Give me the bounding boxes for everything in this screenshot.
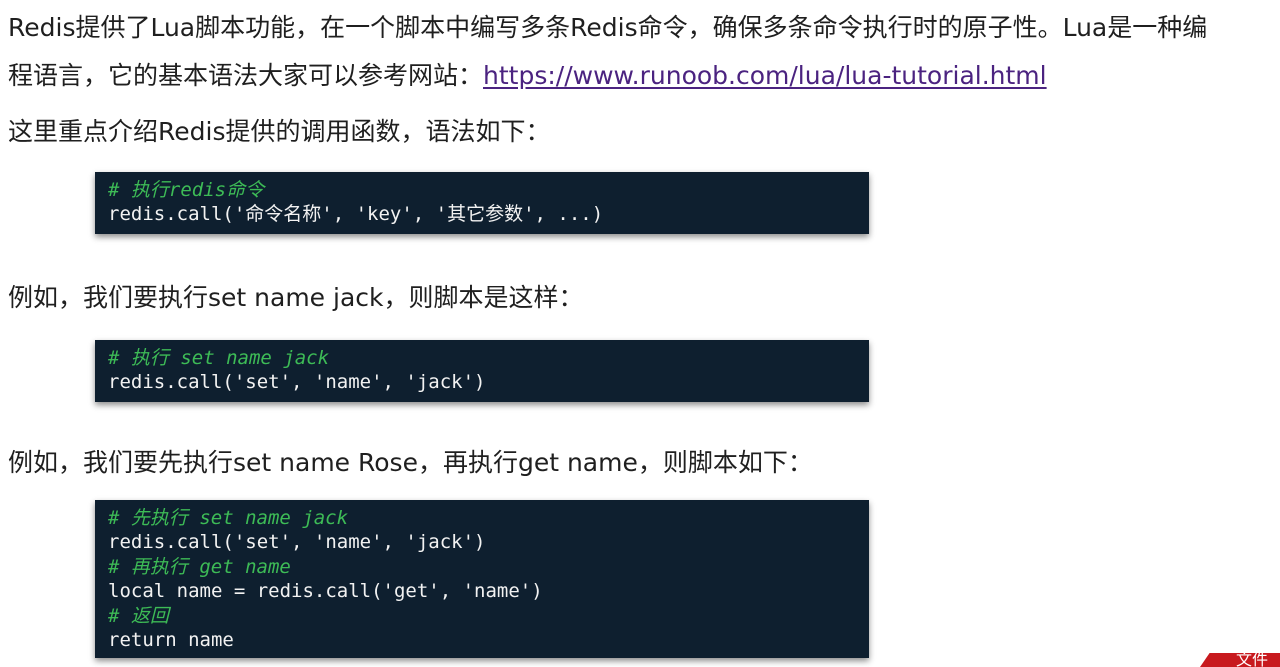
intro-line-2-text: 程语言，它的基本语法大家可以参考网站： [8, 61, 484, 90]
code-comment: # 返回 [108, 604, 169, 627]
code-line: redis.call('命令名称', 'key', '其它参数', ...) [108, 203, 604, 226]
code-line: redis.call('set', 'name', 'jack') [108, 371, 486, 394]
intro-line-2: 程语言，它的基本语法大家可以参考网站：https://www.runoob.co… [8, 52, 1047, 100]
code-block-set-get-example: # 先执行 set name jack redis.call('set', 'n… [95, 500, 869, 658]
code-comment: # 先执行 set name jack [108, 507, 349, 529]
code-block-syntax: # 执行redis命令 redis.call('命令名称', 'key', '其… [95, 172, 869, 234]
example-set-paragraph: 例如，我们要执行set name jack，则脚本是这样： [8, 283, 584, 312]
code-line: local name = redis.call('get', 'name') [108, 580, 543, 603]
code-comment: # 执行redis命令 [108, 179, 265, 201]
code-line: redis.call('set', 'name', 'jack') [108, 531, 486, 554]
corner-file-badge[interactable]: 文件 [1200, 653, 1280, 667]
syntax-intro-paragraph: 这里重点介绍Redis提供的调用函数，语法如下： [8, 117, 551, 146]
code-comment: # 再执行 get name [108, 555, 291, 578]
code-block-set-example: # 执行 set name jack redis.call('set', 'na… [95, 340, 869, 402]
code-line: return name [108, 628, 234, 651]
lua-tutorial-link[interactable]: https://www.runoob.com/lua/lua-tutorial.… [483, 61, 1047, 90]
intro-line-1: Redis提供了Lua脚本功能，在一个脚本中编写多条Redis命令，确保多条命令… [8, 13, 1208, 42]
corner-badge-label: 文件 [1236, 653, 1269, 667]
code-comment: # 执行 set name jack [108, 347, 330, 369]
example-set-get-paragraph: 例如，我们要先执行set name Rose，再执行get name，则脚本如下… [8, 448, 813, 477]
